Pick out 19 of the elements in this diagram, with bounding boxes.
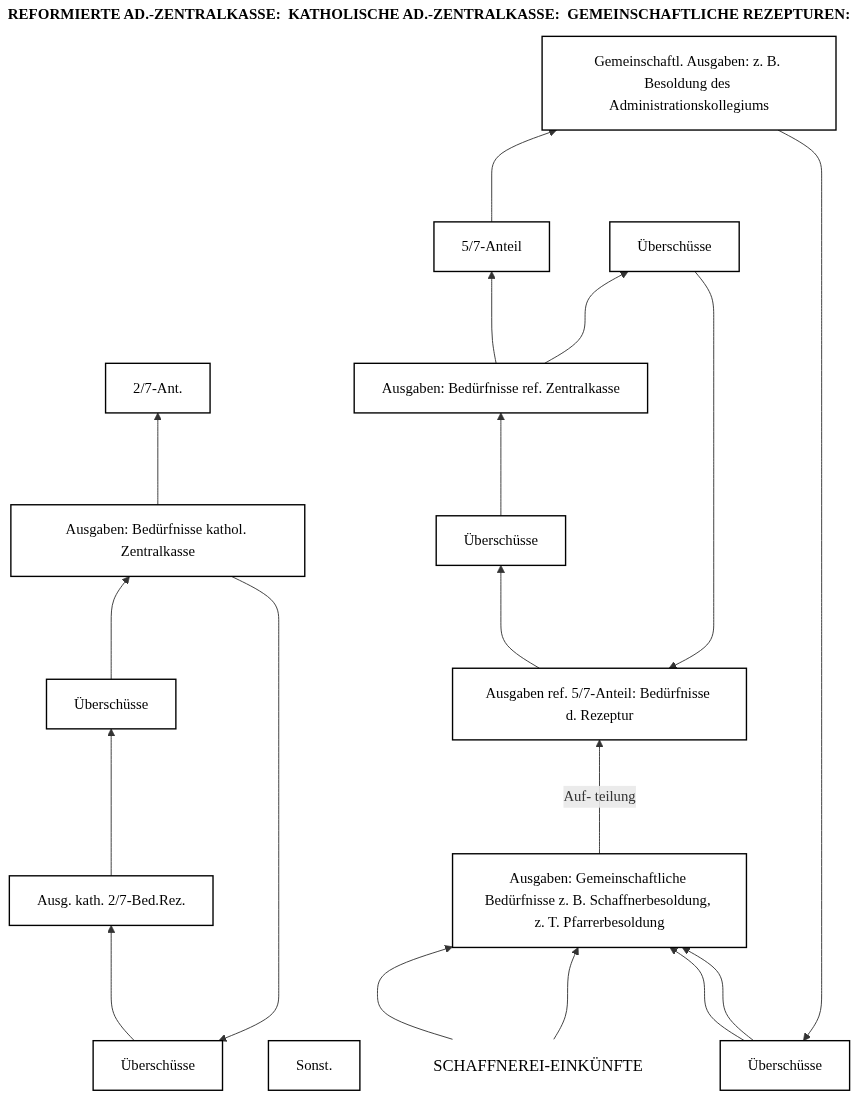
node-box: Ausgaben: Bedürfnisse ref. Zentralkasse [353, 362, 648, 414]
node-box: Überschüsse [435, 515, 566, 567]
node-box: Ausgaben: Gemeinschaftliche Bedürfnisse z. B. Schaffnerbesoldung, z. T. Pfarrerbesoldung [451, 853, 747, 949]
node-box: Ausgaben ref. 5/7-Anteil: Bedürfnisse d. Rezeptur [451, 667, 747, 741]
section-heading: REFORMIERTE AD.-ZENTRALKASSE: [7, 6, 281, 23]
node-box: Überschüsse [91, 1040, 223, 1091]
node-text: SCHAFFNEREI-EINKÜNFTE [432, 1055, 643, 1075]
node-box: Überschüsse [45, 678, 177, 730]
node-box: Ausg. kath. 2/7-Bed.Rez. [8, 875, 214, 927]
section-heading: KATHOLISCHE AD.-ZENTRALKASSE: [288, 6, 560, 23]
node-box: Ausgaben: Bedürfnisse kathol. Zentralkasse [9, 504, 305, 578]
node-box: Sonst. [267, 1040, 361, 1091]
edge-label: Auf- teilung [562, 788, 636, 805]
node-box: Gemeinschaftl. Ausgaben: z. B. Besoldung des Administrationskollegiums [540, 35, 837, 131]
node-box: Überschüsse [608, 221, 740, 273]
node-box: Überschüsse [719, 1040, 850, 1091]
section-heading: GEMEINSCHAFTLICHE REZEPTUREN: [567, 6, 851, 23]
node-box: 2/7-Ant. [104, 362, 211, 414]
node-box: 5/7-Anteil [432, 221, 550, 273]
